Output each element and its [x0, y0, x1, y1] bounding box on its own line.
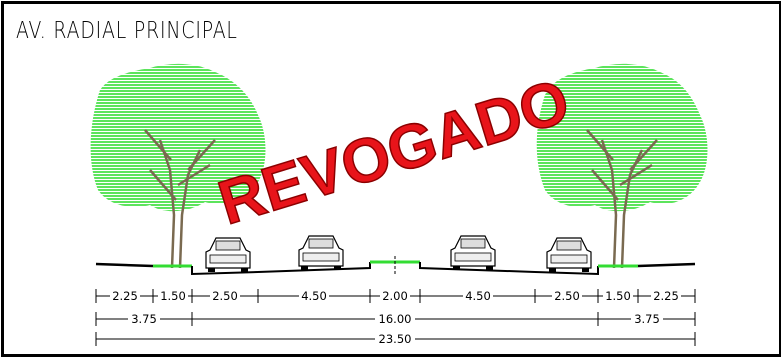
dim-label: 1.50 [160, 289, 186, 303]
dim-label: 3.75 [131, 312, 157, 326]
dim-label: 3.75 [634, 312, 660, 326]
dim-label: 2.50 [212, 289, 238, 303]
left-tree-trunk [144, 129, 216, 269]
revoked-stamp: REVOGADO [211, 67, 577, 239]
left-tree-foliage [90, 63, 266, 212]
right-tree-trunk [586, 129, 658, 269]
car-3 [450, 235, 496, 270]
dimension-lines: 2.25 1.50 2.50 4.50 2.00 4.50 2.50 1.50 … [95, 289, 696, 346]
right-tree [536, 63, 708, 269]
right-tree-foliage [536, 63, 708, 212]
dim-label: 2.00 [382, 289, 408, 303]
dim-label: 2.25 [112, 289, 138, 303]
dim-label: 4.50 [301, 289, 327, 303]
car-4 [546, 237, 592, 272]
dim-label: 2.25 [653, 289, 679, 303]
road-profile [95, 256, 696, 276]
dim-label: 1.50 [605, 289, 631, 303]
car-1 [205, 237, 251, 272]
dim-label: 23.50 [379, 332, 412, 346]
dim-label: 16.00 [379, 312, 412, 326]
car-2 [298, 235, 344, 270]
dim-label: 4.50 [465, 289, 491, 303]
left-tree [90, 63, 266, 269]
section-title: AV. RADIAL PRINCIPAL [16, 18, 238, 44]
dim-label: 2.50 [554, 289, 580, 303]
